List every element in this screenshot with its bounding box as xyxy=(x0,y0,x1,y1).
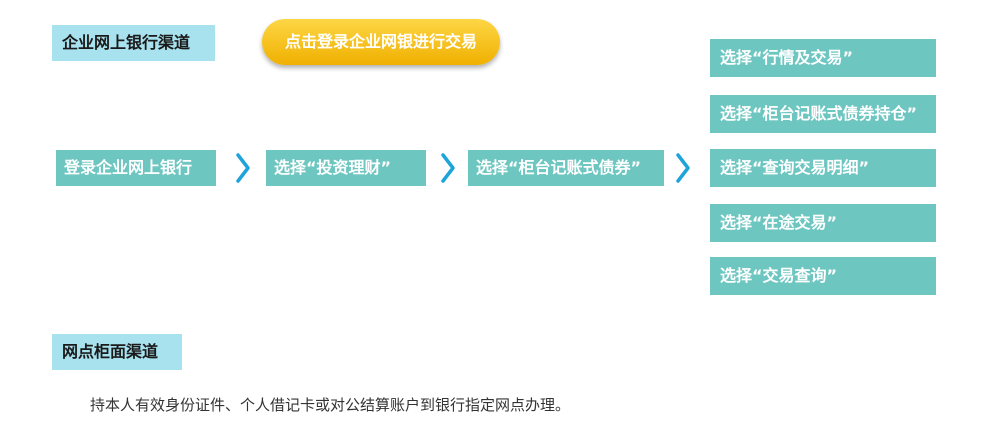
chevron-right-icon xyxy=(676,153,690,183)
step-login-online-banking: 登录企业网上银行 xyxy=(56,150,216,186)
chevron-right-icon xyxy=(441,153,455,183)
option-quotes-and-trading[interactable]: 选择“行情及交易” xyxy=(710,39,936,77)
step-select-investment: 选择“投资理财” xyxy=(266,150,426,186)
branch-counter-channel-label: 网点柜面渠道 xyxy=(52,334,182,370)
login-online-banking-button[interactable]: 点击登录企业网银进行交易 xyxy=(262,19,500,65)
option-in-transit-transactions[interactable]: 选择“在途交易” xyxy=(710,204,936,242)
chevron-right-icon xyxy=(236,153,250,183)
option-transaction-details[interactable]: 选择“查询交易明细” xyxy=(710,149,936,187)
option-bond-holdings[interactable]: 选择“柜台记账式债券持仓” xyxy=(710,95,936,133)
counter-channel-note: 持本人有效身份证件、个人借记卡或对公结算账户到银行指定网点办理。 xyxy=(90,396,571,414)
step-select-counter-bond: 选择“柜台记账式债券” xyxy=(468,150,664,186)
option-transaction-query[interactable]: 选择“交易查询” xyxy=(710,257,936,295)
online-banking-channel-label: 企业网上银行渠道 xyxy=(52,25,215,61)
